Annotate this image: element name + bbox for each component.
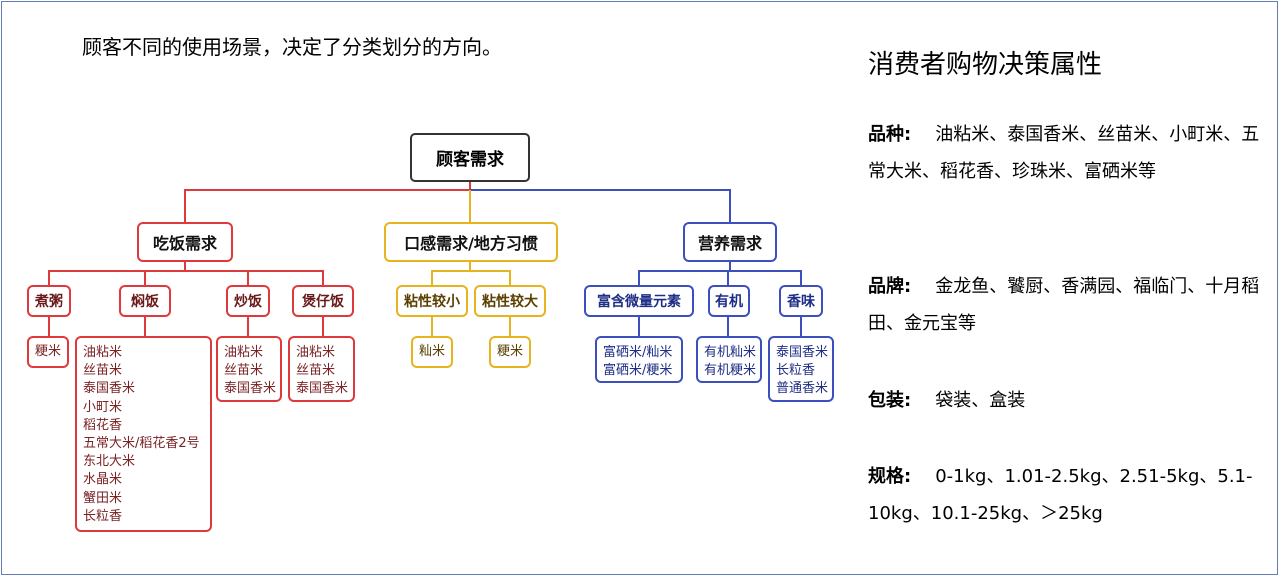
node-eat: 吃饭需求 (137, 222, 233, 262)
node-cook: 煮粥 (27, 285, 71, 317)
leaf-braise: 油粘米 丝苗米 泰国香米 小町米 稻花香 五常大米/稻花香2号 东北大米 水晶米… (75, 336, 212, 532)
leaf-item: 五常大米/稻花香2号 (83, 436, 200, 452)
headline: 顾客不同的使用场景，决定了分类划分的方向。 (82, 35, 502, 59)
leaf-pot: 油粘米 丝苗米 泰国香米 (288, 336, 355, 402)
leaf-item: 有机籼米 (704, 345, 757, 360)
connector-nutri-children (638, 261, 802, 285)
leaf-item: 长粒香 (776, 363, 816, 379)
leaf-low-stick: 籼米 (411, 336, 453, 368)
leaf-item: 富硒米/粳米 (603, 363, 673, 379)
connector-eat-children (48, 261, 324, 285)
attr-package: 包装: 袋装、盒装 (868, 382, 1268, 419)
leaf-item: 籼米 (418, 343, 445, 359)
leaf-item: 丝苗米 (296, 363, 336, 379)
node-selenium: 富含微量元素 (584, 285, 694, 317)
connector-root-nutri (470, 189, 731, 222)
attr-key: 包装: (868, 390, 912, 411)
node-aroma: 香味 (779, 285, 823, 317)
connector-taste-children (431, 261, 511, 285)
connector-taste-leaves (431, 316, 511, 336)
leaf-item: 丝苗米 (224, 363, 264, 379)
leaf-item: 泰国香米 (224, 381, 277, 397)
leaf-high-stick: 粳米 (489, 336, 531, 368)
leaf-item: 东北大米 (83, 454, 136, 470)
leaf-item: 粳米 (496, 343, 523, 359)
attr-key: 品牌: (868, 276, 912, 297)
leaf-item: 稻花香 (83, 417, 123, 433)
node-fry: 炒饭 (226, 285, 270, 317)
leaf-item: 泰国香米 (296, 381, 349, 397)
node-low-stick: 粘性较小 (396, 285, 468, 317)
connector-root-eat (184, 180, 471, 222)
leaf-item: 水晶米 (83, 472, 123, 488)
leaf-item: 丝苗米 (83, 363, 123, 379)
leaf-item: 普通香米 (776, 381, 829, 397)
leaf-item: 油粘米 (83, 345, 123, 360)
leaf-item: 泰国香米 (83, 381, 136, 397)
attr-spec: 规格:0-1kg、1.01-2.5kg、2.51-5kg、5.1-10kg、10… (868, 458, 1268, 532)
node-high-stick: 粘性较大 (474, 285, 546, 317)
leaf-aroma: 泰国香米 长粒香 普通香米 (768, 336, 834, 402)
attr-brand: 品牌:金龙鱼、饕厨、香满园、福临门、十月稻田、金元宝等 (868, 268, 1268, 342)
leaf-item: 长粒香 (83, 508, 123, 524)
leaf-item: 蟹田米 (83, 490, 123, 506)
leaf-selenium: 富硒米/籼米 富硒米/粳米 (595, 336, 683, 383)
attr-key: 品种: (868, 124, 912, 145)
leaf-organic: 有机籼米 有机粳米 (696, 336, 762, 383)
attr-value: 袋装、盒装 (935, 390, 1026, 411)
leaf-item: 油粘米 (224, 345, 264, 360)
leaf-item: 富硒米/籼米 (603, 345, 673, 360)
node-braise: 焖饭 (119, 285, 171, 317)
node-nutri: 营养需求 (683, 222, 777, 262)
leaf-item: 小町米 (83, 399, 123, 415)
leaf-item: 粳米 (34, 343, 61, 359)
connector-eat-leaves (48, 316, 324, 336)
attr-value: 油粘米、泰国香米、丝苗米、小町米、五常大米、稻花香、珍珠米、富硒米等 (868, 124, 1260, 182)
node-root: 顾客需求 (410, 133, 530, 182)
attributes-title: 消费者购物决策属性 (868, 50, 1103, 80)
attr-value: 金龙鱼、饕厨、香满园、福临门、十月稻田、金元宝等 (868, 276, 1260, 334)
node-taste: 口感需求/地方习惯 (384, 222, 558, 262)
node-organic: 有机 (708, 285, 750, 317)
leaf-item: 有机粳米 (704, 363, 757, 379)
leaf-fry: 油粘米 丝苗米 泰国香米 (216, 336, 282, 402)
connector-nutri-leaves (638, 316, 802, 336)
attr-key: 规格: (868, 466, 912, 487)
leaf-item: 油粘米 (296, 345, 336, 360)
leaf-cook: 粳米 (27, 336, 69, 368)
leaf-item: 泰国香米 (776, 345, 829, 360)
node-pot: 煲仔饭 (292, 285, 354, 317)
attr-variety: 品种:油粘米、泰国香米、丝苗米、小町米、五常大米、稻花香、珍珠米、富硒米等 (868, 116, 1268, 190)
attr-value: 0-1kg、1.01-2.5kg、2.51-5kg、5.1-10kg、10.1-… (868, 466, 1253, 524)
